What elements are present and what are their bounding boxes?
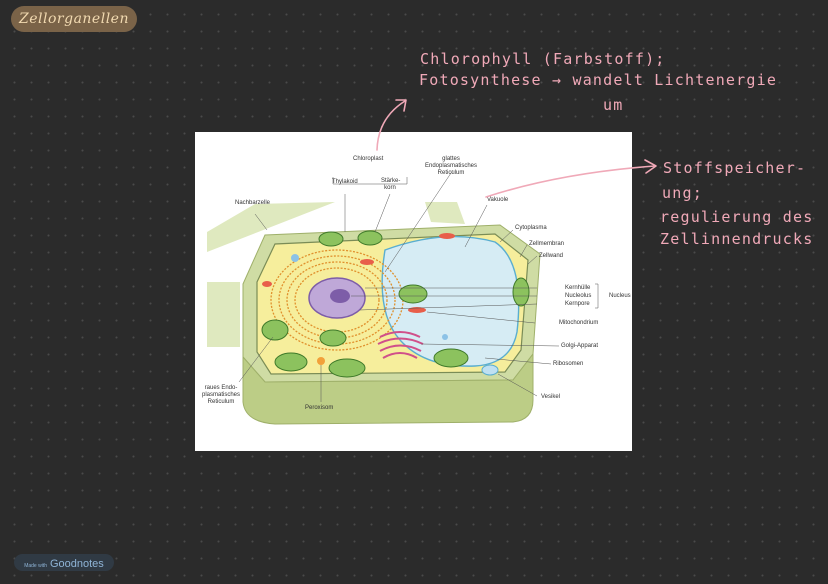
label-nachbarzelle: Nachbarzelle bbox=[235, 200, 271, 206]
label-zellmembran: Zellmembran bbox=[529, 241, 565, 247]
label-staerkekorn: Stärke- korn bbox=[381, 178, 401, 191]
note-chlorophyll-line1: Chlorophyll (Farbstoff); bbox=[420, 50, 666, 68]
label-peroxisom: Peroxisom bbox=[305, 405, 334, 411]
label-nucleus: Nucleus bbox=[609, 293, 631, 299]
badge-brand: Goodnotes bbox=[49, 558, 104, 570]
label-vakuole: Vakuole bbox=[487, 197, 509, 203]
badge-made-with: Made with bbox=[24, 563, 47, 569]
note-vakuole-line1: Stoffspeicher- bbox=[663, 159, 807, 177]
note-chlorophyll-line3: um bbox=[603, 96, 624, 114]
label-cytoplasma: Cytoplasma bbox=[515, 225, 547, 231]
note-vakuole-line3: regulierung des bbox=[660, 208, 814, 226]
note-chlorophyll-line2: Fotosynthese → wandelt Lichtenergie bbox=[419, 71, 778, 89]
label-raues-er: raues Endo- plasmatisches Reticulum bbox=[201, 385, 240, 405]
label-thylakoid: Thylakoid bbox=[332, 179, 358, 185]
title-tag[interactable]: Zellorganellen bbox=[11, 6, 137, 32]
note-vakuole-line2: ung; bbox=[662, 184, 703, 202]
label-kernhuelle: Kernhülle bbox=[565, 285, 591, 291]
note-vakuole-line4: Zellinnendrucks bbox=[660, 230, 814, 248]
label-mitochondrium: Mitochondrium bbox=[559, 320, 599, 326]
label-zellwand: Zellwand bbox=[539, 253, 564, 259]
plant-cell-drawing bbox=[207, 169, 599, 425]
plant-cell-figure[interactable]: Chloroplast glattes Endoplasmatisches Re… bbox=[195, 132, 632, 451]
label-kernpore: Kernpore bbox=[565, 301, 590, 307]
label-ribosomen: Ribosomen bbox=[553, 361, 584, 367]
label-chloroplast: Chloroplast bbox=[353, 156, 384, 162]
label-vesikel: Vesikel bbox=[541, 394, 561, 400]
label-nucleolus: Nucleolus bbox=[565, 293, 592, 299]
label-golgi: Golgi-Apparat bbox=[561, 343, 599, 349]
label-glattes-er: glattes Endoplasmatisches Reticulum bbox=[424, 156, 478, 176]
